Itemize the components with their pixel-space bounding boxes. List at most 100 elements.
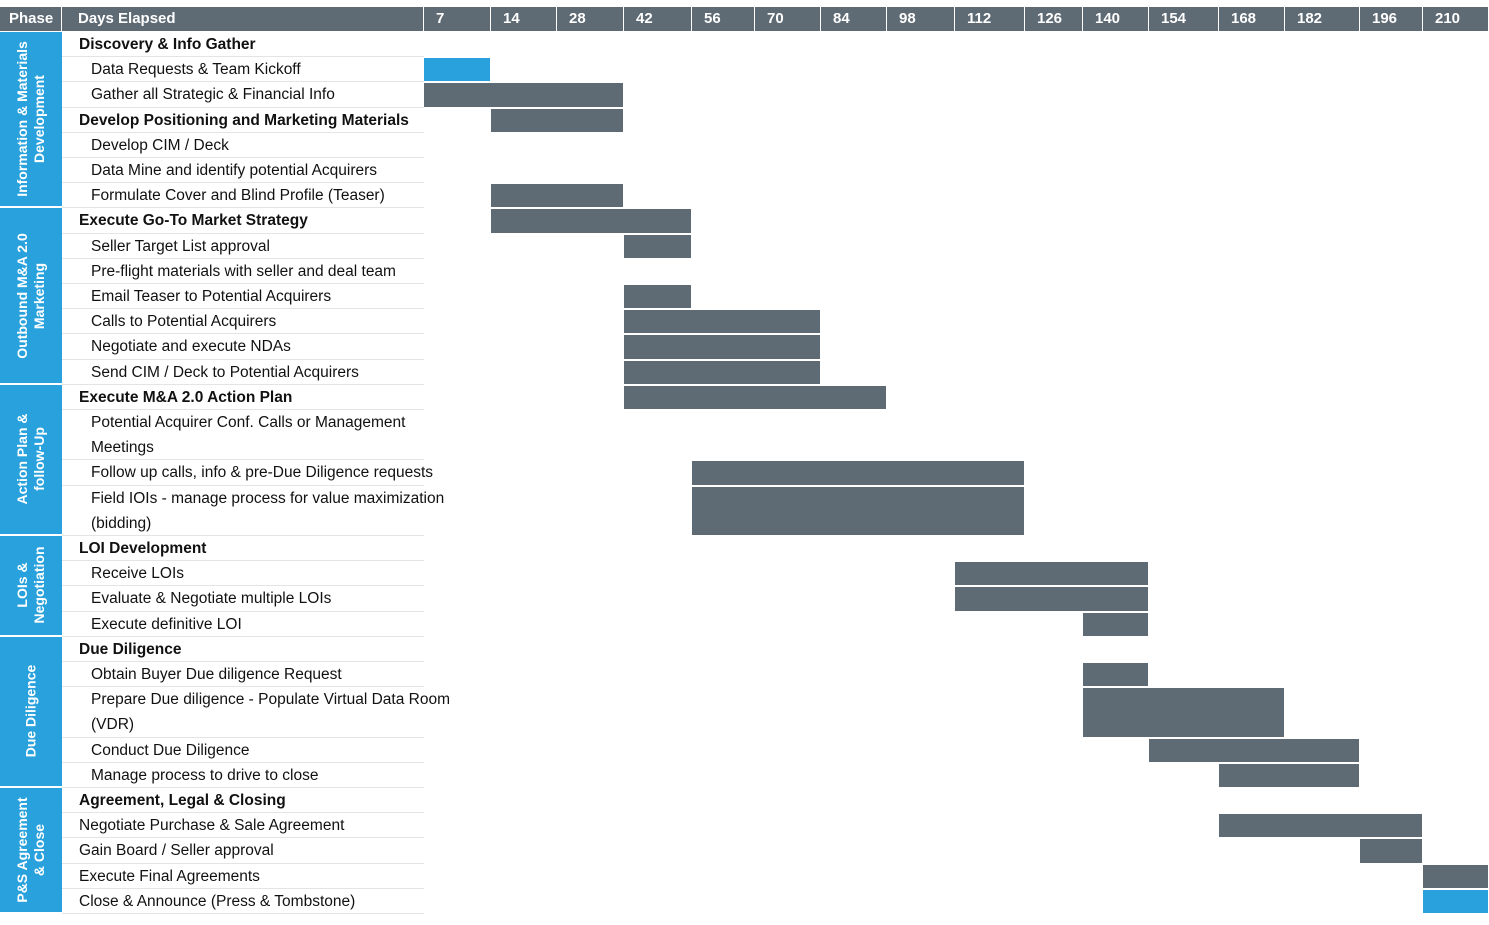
- task-bar: [692, 486, 1025, 535]
- task-label: LOI Development: [79, 540, 207, 557]
- task-label: Follow up calls, info & pre-Due Diligenc…: [91, 464, 434, 482]
- day-tick-70: 70: [755, 7, 821, 31]
- day-tick-168: 168: [1219, 7, 1285, 31]
- task-label: Obtain Buyer Due diligence Request: [91, 666, 342, 683]
- row-divider: [62, 635, 424, 637]
- task-label: Formulate Cover and Blind Profile (Tease…: [91, 187, 385, 205]
- phase-label: P&S Agreement& Close: [14, 797, 47, 903]
- day-tick-140: 140: [1083, 7, 1149, 31]
- row-divider: [62, 661, 424, 662]
- task-label: Potential Acquirer Conf. Calls or Manage…: [91, 414, 406, 431]
- row-divider: [62, 358, 424, 360]
- row-divider: [62, 182, 424, 184]
- row-divider: [62, 862, 424, 864]
- task-bar: [491, 184, 624, 208]
- row-divider: [62, 207, 424, 209]
- task-label: Negotiate and execute NDAs: [91, 338, 291, 356]
- task-label: Seller Target List approval: [91, 237, 270, 255]
- row-divider: [62, 81, 424, 83]
- task-label: (bidding): [91, 514, 152, 532]
- task-label: Develop CIM / Deck: [91, 136, 229, 154]
- row-divider: [62, 736, 424, 738]
- task-bar: [692, 461, 1025, 485]
- task-bar: [1360, 839, 1423, 863]
- row-divider: [62, 535, 424, 536]
- phase-header: Phase: [0, 7, 62, 31]
- task-bar: [491, 108, 624, 132]
- row-divider: [62, 812, 424, 814]
- phase-band: Action Plan &follow-Up: [0, 384, 62, 537]
- task-bar: [1423, 864, 1489, 888]
- milestone-bar: [424, 58, 491, 82]
- row-divider: [62, 106, 424, 108]
- task-bar: [1219, 763, 1360, 787]
- task-bar: [1219, 814, 1423, 838]
- row-divider: [62, 484, 424, 486]
- row-divider: [62, 761, 424, 763]
- task-bar: [624, 360, 821, 384]
- task-label: Execute Final Agreements: [79, 867, 260, 885]
- phase-band: LOIs &Negotiation: [0, 536, 62, 638]
- day-tick-28: 28: [557, 7, 624, 31]
- row-divider: [62, 787, 424, 788]
- task-label: Close & Announce (Press & Tombstone): [79, 892, 356, 910]
- task-label: Calls to Potential Acquirers: [91, 313, 277, 331]
- task-bar: [624, 234, 692, 258]
- task-bar: [624, 310, 821, 334]
- row-divider: [62, 409, 424, 410]
- days-elapsed-header: Days Elapsed: [62, 7, 424, 31]
- task-bar: [624, 385, 887, 409]
- phase-label: LOIs &Negotiation: [14, 546, 47, 624]
- row-divider: [62, 383, 424, 385]
- task-bar: [624, 335, 821, 359]
- task-bar: [1083, 663, 1149, 687]
- day-tick-196: 196: [1360, 7, 1423, 31]
- task-label: Manage process to drive to close: [91, 766, 319, 784]
- day-tick-126: 126: [1025, 7, 1083, 31]
- row-divider: [62, 837, 424, 839]
- day-tick-112: 112: [955, 7, 1025, 31]
- task-label: Evaluate & Negotiate multiple LOIs: [91, 590, 332, 608]
- task-bar: [1083, 612, 1149, 636]
- task-label: Field IOIs - manage process for value ma…: [91, 489, 445, 507]
- day-tick-98: 98: [887, 7, 955, 31]
- task-label: Discovery & Info Gather: [79, 36, 256, 53]
- day-tick-182: 182: [1285, 7, 1360, 31]
- phase-band: Due Diligence: [0, 636, 62, 789]
- task-label: Email Teaser to Potential Acquirers: [91, 288, 332, 305]
- task-bar: [1083, 688, 1285, 737]
- task-label: Agreement, Legal & Closing: [79, 792, 286, 809]
- row-divider: [62, 610, 424, 612]
- milestone-bar: [1423, 889, 1489, 913]
- row-divider: [62, 232, 424, 234]
- task-bar: [624, 285, 692, 309]
- row-divider: [62, 913, 424, 914]
- row-divider: [62, 283, 424, 284]
- task-label: Execute Go-To Market Strategy: [79, 212, 308, 230]
- task-label: Data Mine and identify potential Acquire…: [91, 162, 378, 179]
- row-divider: [62, 887, 424, 889]
- row-divider: [62, 459, 424, 461]
- row-divider: [62, 560, 424, 562]
- task-label: Due Diligence: [79, 640, 182, 658]
- day-tick-14: 14: [491, 7, 557, 31]
- phase-band: P&S Agreement& Close: [0, 788, 62, 915]
- day-tick-42: 42: [624, 7, 692, 31]
- task-bar: [955, 562, 1149, 586]
- row-divider: [62, 585, 424, 587]
- task-label: Develop Positioning and Marketing Materi…: [79, 111, 409, 129]
- row-divider: [62, 686, 424, 688]
- task-label: Execute M&A 2.0 Action Plan: [79, 388, 293, 406]
- row-divider: [62, 257, 424, 259]
- day-tick-84: 84: [821, 7, 887, 31]
- day-tick-7: 7: [424, 7, 491, 31]
- task-label: Gain Board / Seller approval: [79, 842, 274, 860]
- row-divider: [62, 308, 424, 310]
- task-label: Conduct Due Diligence: [91, 741, 250, 759]
- task-label: Gather all Strategic & Financial Info: [91, 86, 335, 104]
- phase-label: Action Plan &follow-Up: [14, 413, 47, 505]
- task-label: Meetings: [91, 439, 154, 457]
